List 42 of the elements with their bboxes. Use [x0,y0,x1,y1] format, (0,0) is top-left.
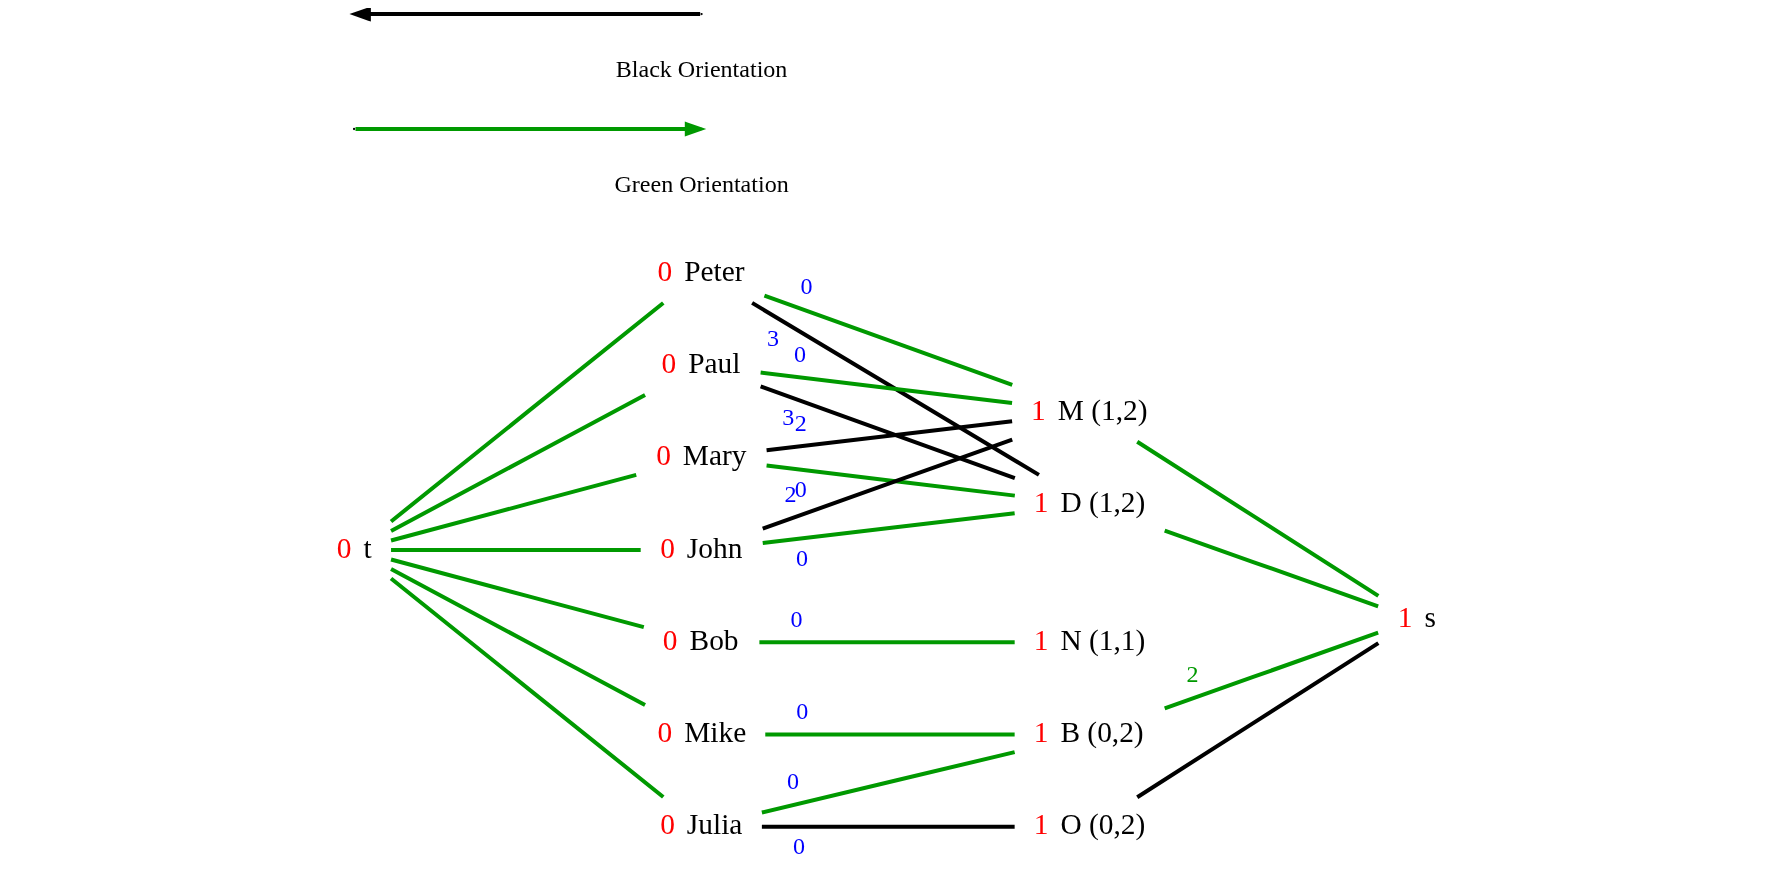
node-text: s [1424,600,1436,633]
edge-label: 2 [794,409,807,436]
node-text: Paul [687,347,740,380]
edge-label: 0 [795,697,808,724]
node-label: 0 [659,808,675,841]
node-label: 0 [656,254,672,287]
node-label: 1 [1033,715,1048,748]
node-text: M (1,2) [1057,393,1148,426]
edge-label: 0 [800,272,813,299]
node-text: Peter [683,254,745,287]
node-label: 1 [1033,486,1048,519]
node-label: 0 [336,531,351,564]
node-text: D (1,2) [1059,486,1145,519]
node-text: Julia [686,808,742,841]
edge-label: 3 [781,403,794,430]
node-label: 0 [656,715,672,748]
node-label: 1 [1033,808,1048,841]
edge-label: 2 [1185,660,1198,687]
node-label: 0 [659,531,675,564]
node-text: O (0,2) [1059,808,1145,841]
node-label: 1 [1033,623,1048,656]
edge-label: 0 [795,544,808,571]
node-label: 1 [1030,393,1046,426]
legend-label: Green Orientation [613,171,789,198]
node-label: 0 [660,347,676,380]
legend-label: Black Orientation [615,56,787,83]
edge-label: 2 [783,480,796,507]
node-text: N (1,1) [1059,623,1145,656]
node-label: 0 [662,623,678,656]
node-text: Mary [682,439,747,472]
node-text: Mike [683,715,746,748]
node-label: 0 [655,439,671,472]
edge-label: 0 [789,605,802,632]
edge-label: 0 [786,768,799,795]
node-text: Bob [689,623,739,656]
node-text: B (0,2) [1059,715,1144,748]
edge-label: 0 [792,832,805,859]
edge-label: 3 [766,325,779,352]
edge-label: 0 [793,340,806,367]
node-text: John [686,531,742,564]
node-text: t [362,531,372,564]
node-label: 1 [1397,600,1413,633]
